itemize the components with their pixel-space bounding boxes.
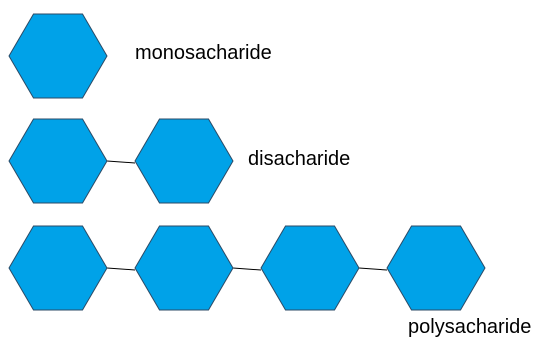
sugar-hexagon-poly-3 <box>260 225 360 311</box>
sugar-hexagon-di-2 <box>134 118 234 204</box>
sugar-hexagon-di-1 <box>8 118 108 204</box>
glycosidic-bond-poly-3 <box>358 267 388 271</box>
sugar-hexagon-poly-1 <box>8 225 108 311</box>
sugar-hexagon-poly-2 <box>134 225 234 311</box>
monosaccharide-label: monosacharide <box>135 42 272 64</box>
bonds-layer <box>106 160 388 271</box>
glycosidic-bond-poly-1 <box>106 267 136 271</box>
hexagons-layer <box>8 13 486 311</box>
polysaccharide-label: polysacharide <box>408 316 532 338</box>
glycosidic-bond-di-1 <box>106 160 136 164</box>
sugar-hexagon-poly-4 <box>386 225 486 311</box>
disaccharide-label: disacharide <box>248 148 351 170</box>
glycosidic-bond-poly-2 <box>232 267 262 271</box>
sugar-hexagon-mono-1 <box>8 13 108 99</box>
